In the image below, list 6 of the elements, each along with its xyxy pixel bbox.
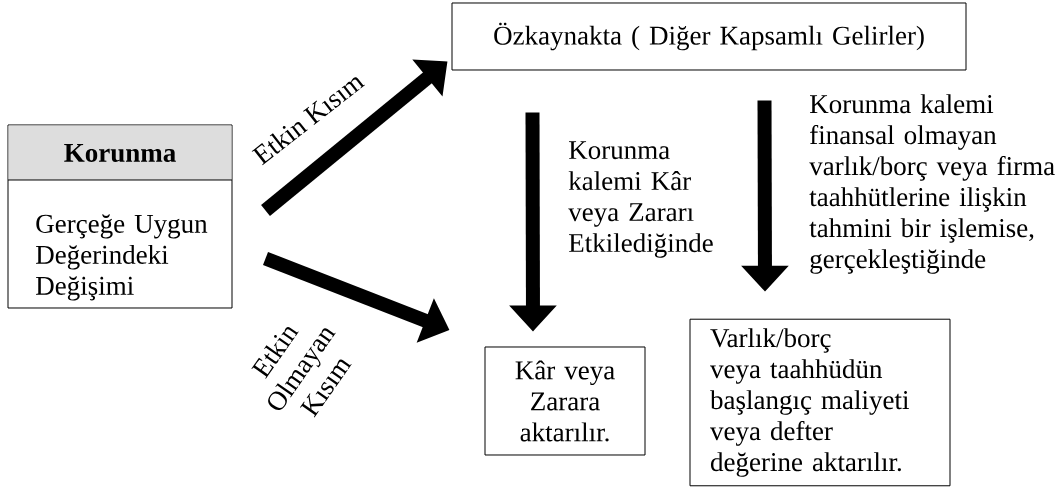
edge-label: Korunma kalemi finansal olmayan varlık/borç veya firma taahhütlerine ilişkin tahmini bir işlemise, gerçekleştiğinde bbox=[808, 93, 1059, 275]
text-box: Kâr veya Zarara aktarılır. bbox=[484, 346, 646, 456]
text-box: Varlık/borç veya taahhüdün başlangıç maliyeti veya defter değerine aktarılır. bbox=[689, 318, 951, 487]
edge-label: Korunma kalemi Kâr veya Zararı Etkilediğinde bbox=[567, 140, 720, 259]
text-box: Özkaynakta ( Diğer Kapsamlı Gelirler) bbox=[451, 2, 967, 71]
table-box: Korunma Gerçeğe Uygun Değerindeki Değişimi bbox=[7, 124, 233, 309]
